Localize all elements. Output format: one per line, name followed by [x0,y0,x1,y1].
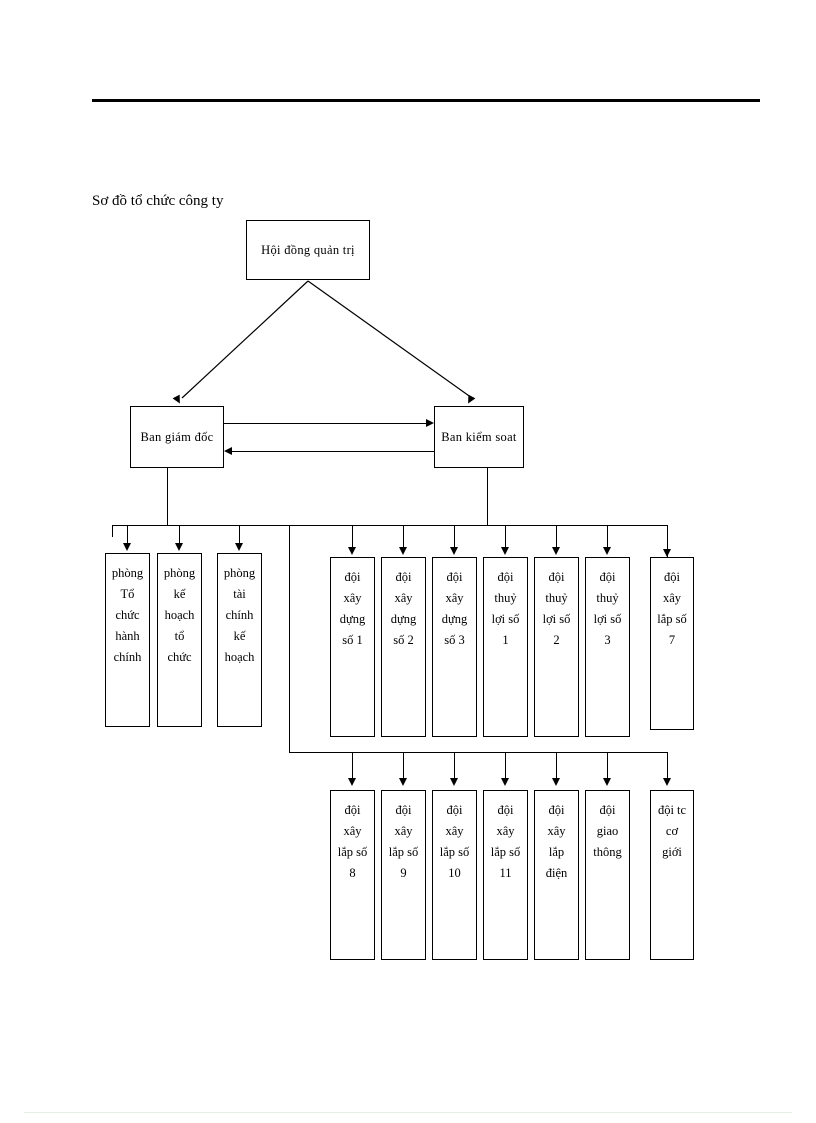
node-label: đội xây lắp số 9 [388,803,419,880]
org-node-doi-xay-dung-so-2[interactable]: đội xây dựng số 2 [381,557,426,737]
connector-bus-left-cap [112,525,113,537]
header-rule [92,99,760,102]
node-label: Ban giám đốc [140,429,214,444]
node-label: đội thuỷ lợi số 1 [491,570,520,647]
arrowhead-drop-p1 [123,543,131,551]
arrowhead-bgd-to-bks [426,419,434,427]
connector-drop-x9 [403,752,404,780]
arrowhead-bks-to-bgd [224,447,232,455]
connector-drop-d1 [352,525,353,549]
arrowhead-drop-x10 [450,778,458,786]
node-label: đội xây dựng số 3 [441,570,468,647]
connector-drop-xd [556,752,557,780]
connector-bus-row-2 [289,752,668,753]
arrowhead-drop-d1 [348,547,356,555]
page-bottom-edge [24,1112,792,1113]
arrowhead-drop-t3 [603,547,611,555]
node-label: đội tc cơ giới [657,803,687,859]
connector-drop-p2 [179,525,180,545]
connector-drop-d2 [403,525,404,549]
org-node-doi-xay-lap-so-10[interactable]: đội xây lắp số 10 [432,790,477,960]
node-label: đội xây dựng số 2 [390,570,417,647]
connector-bgd-to-bks-line [224,423,426,424]
arrowhead-drop-gt [603,778,611,786]
org-node-doi-thuy-loi-so-2[interactable]: đội thuỷ lợi số 2 [534,557,579,737]
connector-drop-x8 [352,752,353,780]
node-label: đội thuỷ lợi số 2 [542,570,571,647]
connector-bks-to-bgd-line [232,451,434,452]
arrowhead-to-ban-kiem-soat [464,394,476,406]
connector-bus-right-cap [667,525,668,557]
connector-drop-t3 [607,525,608,549]
arrowhead-drop-d3 [450,547,458,555]
org-node-doi-xay-lap-so-9[interactable]: đội xây lắp số 9 [381,790,426,960]
org-node-doi-xay-lap-so-8[interactable]: đội xây lắp số 8 [330,790,375,960]
connector-drop-t1 [505,525,506,549]
node-label: phòng tài chính kế hoạch [223,566,256,664]
org-node-board-of-directors[interactable]: Hội đồng quản trị [246,220,370,280]
node-label: đội xây lắp số 8 [337,803,368,880]
connector-branch-to-row-2 [289,525,290,752]
org-node-doi-xay-lap-dien[interactable]: đội xây lắp điện [534,790,579,960]
node-label: Hội đồng quản trị [261,242,355,257]
connector-drop-d3 [454,525,455,549]
arrowhead-drop-t1 [501,547,509,555]
arrowhead-drop-xd [552,778,560,786]
org-node-phong-ke-hoach-to-chuc[interactable]: phòng kế hoạch tổ chức [157,553,202,727]
arrowhead-drop-d2 [399,547,407,555]
arrowhead-drop-p2 [175,543,183,551]
org-node-ban-giam-doc[interactable]: Ban giám đốc [130,406,224,468]
arrowhead-drop-x11 [501,778,509,786]
org-node-doi-xay-lap-so-7[interactable]: đội xây lắp số 7 [650,557,694,730]
org-node-doi-giao-thong[interactable]: đội giao thông [585,790,630,960]
org-node-doi-thuy-loi-so-3[interactable]: đội thuỷ lợi số 3 [585,557,630,737]
node-label: đội xây lắp số 11 [490,803,521,880]
node-label: đội thuỷ lợi số 3 [593,570,622,647]
connector-bus-row-1 [112,525,668,526]
node-label: phòng Tổ chức hành chính [111,566,144,664]
arrowhead-to-ban-giam-doc [172,394,184,406]
org-node-phong-tai-chinh-ke-hoach[interactable]: phòng tài chính kế hoạch [217,553,262,727]
arrowhead-drop-x8 [348,778,356,786]
arrowhead-drop-t2 [552,547,560,555]
connector-drop-p3 [239,525,240,545]
org-node-doi-xay-dung-so-1[interactable]: đội xây dựng số 1 [330,557,375,737]
node-label: phòng kế hoạch tổ chức [163,566,196,664]
node-label: đội xây lắp điện [545,803,568,880]
node-label: đội xây dựng số 1 [339,570,366,647]
connector-drop-t2 [556,525,557,549]
page-title: Sơ đồ tổ chức công ty [92,193,224,209]
node-label: đội xây lắp số 7 [657,570,687,647]
arrowhead-drop-x9 [399,778,407,786]
node-label: đội giao thông [593,803,622,859]
arrowhead-drop-x7 [663,549,671,557]
org-node-phong-to-chuc-hanh-chinh[interactable]: phòng Tổ chức hành chính [105,553,150,727]
connector-drop-gt [607,752,608,780]
connector-bgd-drop [167,468,168,525]
arrowhead-drop-cg [663,778,671,786]
connector-drop-cg [667,752,668,780]
org-node-doi-tc-co-gioi[interactable]: đội tc cơ giới [650,790,694,960]
node-label: đội xây lắp số 10 [439,803,470,880]
node-label: Ban kiểm soat [441,429,517,444]
org-node-ban-kiem-soat[interactable]: Ban kiểm soat [434,406,524,468]
connector-drop-x10 [454,752,455,780]
connector-drop-x11 [505,752,506,780]
org-node-doi-xay-dung-so-3[interactable]: đội xây dựng số 3 [432,557,477,737]
connector-bks-drop [487,468,488,525]
arrowhead-drop-p3 [235,543,243,551]
connector-drop-p1 [127,525,128,545]
org-node-doi-thuy-loi-so-1[interactable]: đội thuỷ lợi số 1 [483,557,528,737]
org-node-doi-xay-lap-so-11[interactable]: đội xây lắp số 11 [483,790,528,960]
